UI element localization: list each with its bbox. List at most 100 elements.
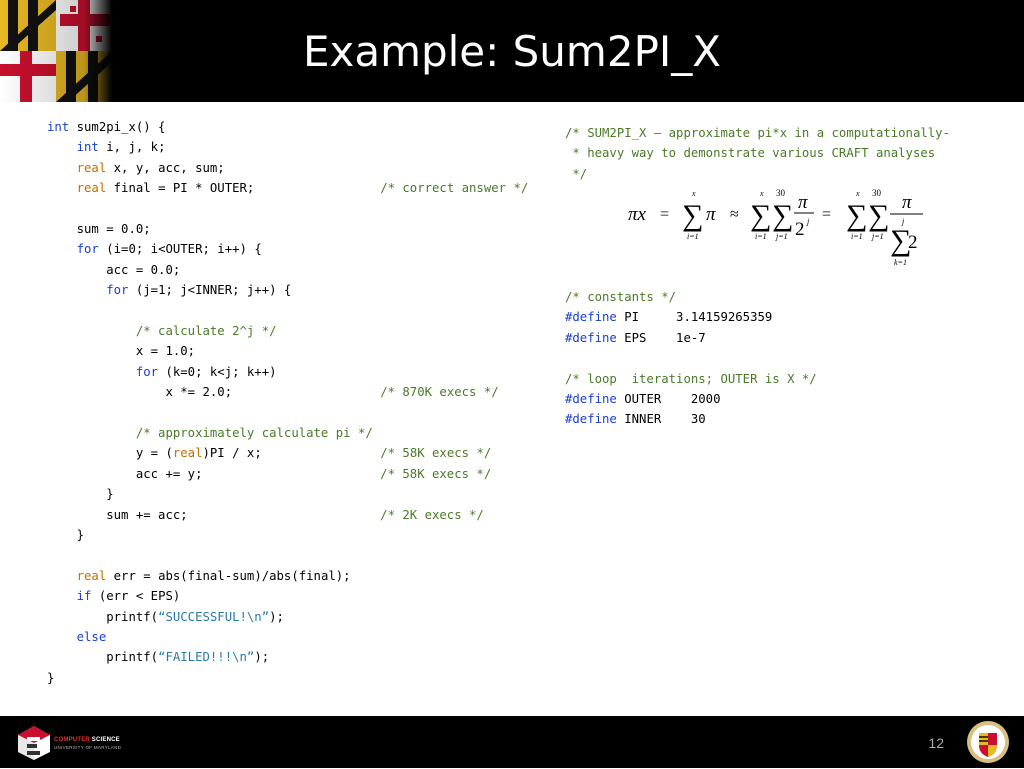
code-line: } [47,526,84,544]
code-line: acc = 0.0; [47,261,180,279]
code-text: acc = 0.0; [106,262,181,277]
formula-sigma-6: ∑ [890,224,911,257]
define-line: #define PI 3.14159265359 [565,308,772,326]
code-keyword: if [76,589,92,604]
code-text: printf( [106,650,159,665]
code-text: ); [254,650,270,665]
formula-sum5-lower-j: j=1 [871,232,884,241]
formula-sum-lower-i: i=1 [687,232,699,241]
code-text: x = 1.0; [135,344,196,359]
code-line: real final = PI * OUTER; /* correct answ… [47,179,529,197]
formula-sum3-upper-30: 30 [776,188,786,198]
formula-sum5-upper-30: 30 [872,188,882,198]
code-comment: /* 58K execs */ [380,466,492,481]
code-text: (err < EPS) [91,589,181,604]
code-line: int sum2pi_x() { [47,118,165,136]
formula-frac2-two: 2 [908,232,918,253]
define-line: #define EPS 1e-7 [565,329,706,347]
code-line: sum += acc; /* 2K execs */ [47,506,484,524]
code-line: for (k=0; k<j; k++) [47,363,277,381]
define-line: #define INNER 30 [565,410,706,428]
right-code-header-comment: /* SUM2PI_X – approximate pi*x in a comp… [565,124,1005,184]
code-keyword: real [76,181,107,196]
formula-pi-term: π [706,204,716,225]
code-text: x *= 2.0; [165,385,233,400]
code-line: x *= 2.0; /* 870K execs */ [47,383,499,401]
code-line: /* approximately calculate pi */ [47,424,373,442]
formula-sum2-upper-x: x [759,189,764,198]
code-keyword: int [47,120,70,134]
code-line: acc += y; /* 58K execs */ [47,465,491,483]
code-line: } [47,669,54,687]
pi-x-summation-formula: πx = x ∑ i=1 π ≈ x ∑ i=1 30 ∑ j=1 π 2 j … [622,184,932,274]
formula-frac2-numerator: π [902,192,912,213]
code-text: } [76,528,85,542]
define-line: /* constants */ [565,288,676,306]
formula-approx: ≈ [730,206,739,223]
code-text: y = ( [135,446,173,461]
define-keyword: #define [565,392,617,406]
define-text: EPS 1e-7 [616,330,706,345]
code-line: y = (real)PI / x; /* 58K execs */ [47,444,491,462]
code-comment: /* loop iterations; OUTER is X */ [565,371,817,386]
code-comment: /* approximately calculate pi */ [135,426,373,440]
code-comment: /* constants */ [565,290,677,304]
code-string: “SUCCESSFUL!\n” [158,609,270,624]
code-text: )PI / x; [202,446,262,461]
formula-sigma-3: ∑ [772,199,793,232]
code-text: sum = 0.0; [76,222,151,236]
formula-frac2-sum-lower-k: k=1 [894,258,907,267]
code-text: final = PI * OUTER; [106,181,255,196]
code-keyword: for [76,242,99,257]
code-line: for (j=1; j<INNER; j++) { [47,281,291,299]
define-text: PI 3.14159265359 [616,310,773,325]
code-line: x = 1.0; [47,342,195,360]
maryland-flag-image [0,0,112,102]
code-line: for (i=0; i<OUTER; i++) { [47,240,262,258]
formula-sigma-2: ∑ [750,199,771,232]
define-keyword: #define [565,310,617,325]
page-number: 12 [928,735,944,751]
code-line: else [47,628,107,646]
code-keyword: real [76,160,107,175]
logo-text-university: UNIVERSITY OF MARYLAND [54,745,122,750]
code-text: ); [269,609,284,624]
formula-sum2-lower-i: i=1 [755,232,767,241]
header-comment-line: /* SUM2PI_X – approximate pi*x in a comp… [565,126,950,140]
formula-sum-upper-x: x [691,189,696,198]
formula-frac1-numerator: π [798,192,808,213]
code-comment: /* 870K execs */ [380,385,499,400]
code-string: “FAILED!!!\n” [158,650,255,665]
code-text: acc += y; [135,466,203,481]
code-text: printf( [106,609,159,624]
code-text: (j=1; j<INNER; j++) { [128,283,292,298]
define-line: #define OUTER 2000 [565,390,720,408]
code-line: int i, j, k; [47,138,166,156]
formula-equals-2: = [822,206,831,223]
formula-sum4-upper-x: x [855,189,860,198]
computer-science-logo [16,725,126,761]
code-keyword: else [76,630,107,644]
code-line: real err = abs(final-sum)/abs(final); [47,567,351,585]
code-keyword: int [76,140,99,155]
code-text: (k=0; k<j; k++) [158,364,277,379]
formula-sum4-lower-i: i=1 [851,232,863,241]
code-line: printf(“FAILED!!!\n”); [47,648,269,666]
define-text: INNER 30 [616,412,706,427]
code-keyword: for [106,283,129,298]
header-comment-line: */ [565,166,588,181]
code-line: sum = 0.0; [47,220,151,238]
code-keyword: for [135,364,159,379]
slide-header [0,0,1024,102]
formula-frac2-sum-upper-j: j [901,217,905,226]
code-comment: /* calculate 2^j */ [135,324,277,338]
define-line: /* loop iterations; OUTER is X */ [565,370,817,388]
slide-title: Example: Sum2PI_X [302,27,722,76]
formula-sum3-lower-j: j=1 [775,232,788,241]
formula-sigma-4: ∑ [846,199,867,232]
code-line: if (err < EPS) [47,587,181,605]
logo-text-computer-science: COMPUTER SCIENCE [54,737,120,743]
formula-frac1-exponent: j [806,217,810,226]
code-text: err = abs(final-sum)/abs(final); [106,568,351,583]
formula-equals-1: = [660,206,669,223]
